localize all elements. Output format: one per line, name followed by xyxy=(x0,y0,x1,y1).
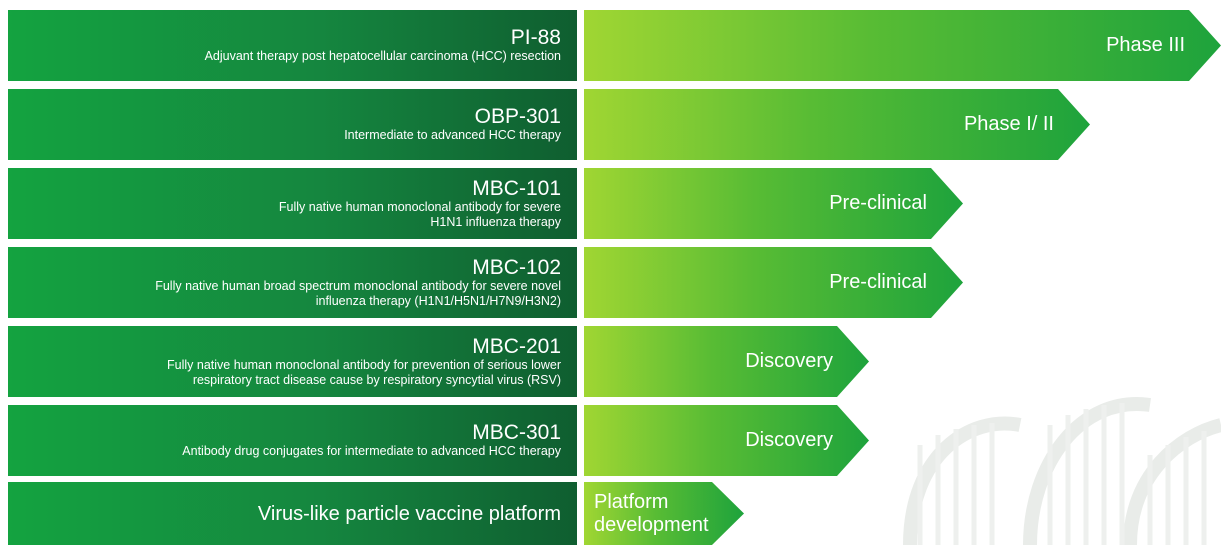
phase-arrow: Platform development xyxy=(584,482,744,545)
pipeline-row: PI-88 Adjuvant therapy post hepatocellul… xyxy=(0,10,1221,81)
program-name: MBC-201 xyxy=(472,334,561,358)
pipeline-row: MBC-102 Fully native human broad spectru… xyxy=(0,247,1221,318)
program-description: influenza therapy (H1N1/H5N1/H7N9/H3N2) xyxy=(315,293,561,308)
phase-arrow: Discovery xyxy=(584,405,869,476)
program-description: Antibody drug conjugates for intermediat… xyxy=(182,444,561,458)
program-name: OBP-301 xyxy=(474,105,561,128)
program-description: respiratory tract disease cause by respi… xyxy=(192,372,561,387)
phase-label-line: Platform xyxy=(594,490,669,513)
pipeline-row: OBP-301 Intermediate to advanced HCC the… xyxy=(0,89,1221,160)
program-description: Fully native human broad spectrum monocl… xyxy=(155,278,561,293)
program-name: MBC-102 xyxy=(472,255,561,279)
program-label: OBP-301 Intermediate to advanced HCC the… xyxy=(8,89,577,160)
program-label: Virus-like particle vaccine platform xyxy=(8,482,577,545)
program-label: MBC-201 Fully native human monoclonal an… xyxy=(8,326,577,397)
program-label: MBC-101 Fully native human monoclonal an… xyxy=(8,168,577,239)
phase-arrow: Phase I/ II xyxy=(584,89,1090,160)
phase-arrow: Discovery xyxy=(584,326,869,397)
program-label: MBC-102 Fully native human broad spectru… xyxy=(8,247,577,318)
pipeline-row: MBC-101 Fully native human monoclonal an… xyxy=(0,168,1221,239)
dna-watermark-icon xyxy=(903,397,1221,545)
program-label: PI-88 Adjuvant therapy post hepatocellul… xyxy=(8,10,577,81)
pipeline-row: MBC-301 Antibody drug conjugates for int… xyxy=(0,405,1221,476)
phase-arrow: Pre-clinical xyxy=(584,247,963,318)
program-name: MBC-101 xyxy=(472,176,561,200)
program-description: H1N1 influenza therapy xyxy=(430,214,561,229)
program-name: Virus-like particle vaccine platform xyxy=(257,502,561,525)
phase-label-line: development xyxy=(594,513,709,536)
phase-arrow: Phase III xyxy=(584,10,1221,81)
program-description: Fully native human monoclonal antibody f… xyxy=(278,199,561,214)
pipeline-row: Virus-like particle vaccine platform Pla… xyxy=(0,482,1221,545)
pipeline-row: MBC-201 Fully native human monoclonal an… xyxy=(0,326,1221,397)
program-description: Intermediate to advanced HCC therapy xyxy=(344,128,561,142)
phase-arrow: Pre-clinical xyxy=(584,168,963,239)
program-name: MBC-301 xyxy=(472,421,561,444)
program-description: Adjuvant therapy post hepatocellular car… xyxy=(204,49,561,63)
program-name: PI-88 xyxy=(510,26,561,49)
program-label: MBC-301 Antibody drug conjugates for int… xyxy=(8,405,577,476)
program-description: Fully native human monoclonal antibody f… xyxy=(167,357,561,372)
